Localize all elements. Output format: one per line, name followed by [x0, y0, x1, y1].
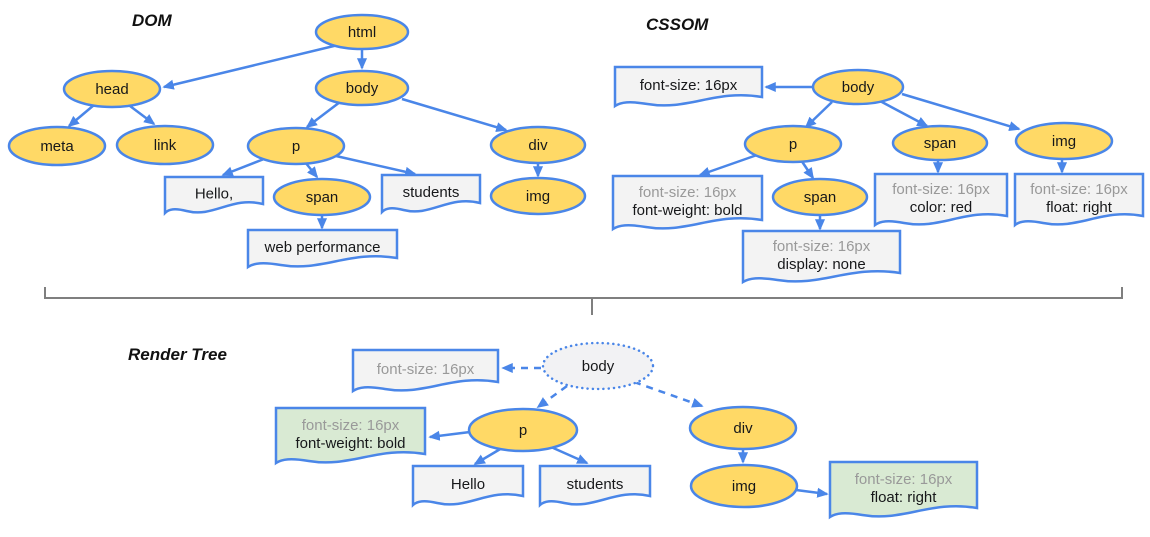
render-style-img-line-2: float: right: [871, 489, 938, 506]
render-style-img-box: [828, 460, 979, 520]
dom-head-label: head: [95, 81, 128, 98]
edge-dom-body-to-div-arrow: [401, 97, 508, 133]
dom-span-node: [272, 177, 372, 217]
edge-render-body-to-p-dashed-arrow: [536, 384, 568, 409]
render-div-node: [688, 405, 798, 451]
edge-render-p-to-students-arrow: [550, 445, 589, 465]
cssom-style-img-line-1: font-size: 16px: [1030, 181, 1128, 198]
cssom-style-span-box: [873, 172, 1009, 228]
render-style-p-line-2: font-weight: bold: [295, 435, 405, 452]
edge-cssom-body-to-img-arrow: [901, 92, 1021, 132]
dom-text-web-performance-box: [246, 228, 399, 270]
shapes-layer: Hello, students web performance font-size: …: [7, 13, 1145, 520]
edge-render-p-to-style-arrow: [428, 430, 471, 441]
render-style-body-line-1: font-size: 16px: [377, 361, 475, 378]
render-text-hello-line-1: Hello: [451, 476, 485, 493]
section-divider-bracket: [44, 287, 1123, 315]
dom-head-node: [62, 69, 162, 109]
cssom-body-node: [811, 68, 905, 106]
edge-render-p-to-hello-arrow: [473, 446, 503, 466]
render-div-label: div: [733, 420, 753, 437]
cssom-body-label: body: [842, 79, 875, 96]
render-img-node: [689, 463, 799, 509]
dom-text-web-performance-line-1: web performance: [264, 239, 381, 256]
edge-render-body-to-div-dashed-arrow: [633, 380, 704, 408]
dom-p-label: p: [292, 138, 300, 155]
render-body-label: body: [582, 358, 615, 375]
dom-text-hello-box: [163, 175, 265, 217]
cssom-style-span-line-1: font-size: 16px: [892, 181, 990, 198]
cssom-span-node: [891, 124, 989, 162]
cssom-style-span-child-box: [741, 229, 902, 285]
edge-cssom-body-to-p-arrow: [804, 101, 833, 129]
render-style-img-line-1: font-size: 16px: [855, 471, 953, 488]
render-img-label: img: [732, 478, 756, 495]
cssom-p-label: p: [789, 136, 797, 153]
section-title-dom: DOM: [132, 11, 173, 30]
cssom-style-body-box: [613, 65, 764, 109]
cssom-img-label: img: [1052, 133, 1076, 150]
render-p-node: [467, 407, 579, 453]
render-body-node: [541, 341, 655, 391]
cssom-span-label: span: [924, 135, 957, 152]
render-p-label: p: [519, 422, 527, 439]
dom-p-node: [246, 126, 346, 166]
cssom-span-child-label: span: [804, 189, 837, 206]
dom-link-label: link: [154, 137, 177, 154]
render-text-students-line-1: students: [567, 476, 624, 493]
dom-div-node: [489, 125, 587, 165]
render-style-p-box: [274, 406, 427, 466]
dom-span-label: span: [306, 189, 339, 206]
cssom-img-node: [1014, 121, 1114, 161]
render-style-p-line-1: font-size: 16px: [302, 417, 400, 434]
dom-img-node: [489, 176, 587, 216]
bracket-layer: [44, 287, 1123, 315]
cssom-style-p-box: [611, 174, 764, 232]
dom-html-label: html: [348, 24, 376, 41]
dom-link-node: [115, 124, 215, 166]
cssom-p-node: [743, 124, 843, 164]
edge-cssom-p-to-style-arrow: [698, 153, 758, 177]
cssom-style-span-child-line-1: font-size: 16px: [773, 238, 871, 255]
cssom-span-child-node: [771, 177, 869, 217]
edge-dom-head-to-meta-arrow: [67, 104, 95, 128]
dom-text-hello-line-1: Hello,: [195, 186, 233, 203]
dom-img-label: img: [526, 188, 550, 205]
edge-cssom-body-to-span-arrow: [879, 99, 929, 128]
edge-dom-p-to-students-arrow: [335, 154, 417, 177]
dom-meta-node: [7, 125, 107, 167]
cssom-style-span-line-2: color: red: [910, 199, 973, 216]
dom-html-node: [314, 13, 410, 51]
edge-dom-html-to-head-arrow: [162, 43, 339, 90]
edge-cssom-p-to-span-child-arrow: [799, 159, 815, 180]
cssom-style-p-line-1: font-size: 16px: [639, 184, 737, 201]
dom-text-students-line-1: students: [403, 184, 460, 201]
section-title-cssom: CSSOM: [646, 15, 709, 34]
dom-body-node: [314, 69, 410, 107]
edge-dom-head-to-link-arrow: [129, 105, 156, 126]
edge-dom-p-to-hello-arrow: [221, 157, 265, 177]
cssom-style-img-line-2: float: right: [1046, 199, 1113, 216]
render-text-hello-box: [411, 464, 525, 508]
titles-layer: DOM CSSOM Render Tree: [128, 11, 709, 364]
dom-body-label: body: [346, 80, 379, 97]
edges-layer: [67, 43, 1068, 498]
dom-text-students-box: [380, 173, 482, 216]
edge-dom-body-to-p-arrow: [305, 101, 341, 129]
cssom-style-body-line-1: font-size: 16px: [640, 77, 738, 94]
edge-render-img-to-style-arrow: [795, 487, 829, 498]
dom-div-label: div: [528, 137, 548, 154]
render-text-students-box: [538, 464, 652, 508]
render-style-body-box: [351, 348, 500, 394]
cssom-style-img-box: [1013, 172, 1145, 228]
cssom-style-p-line-2: font-weight: bold: [632, 202, 742, 219]
section-title-render-tree: Render Tree: [128, 345, 227, 364]
dom-meta-label: meta: [40, 138, 74, 155]
cssom-style-span-child-line-2: display: none: [777, 256, 865, 273]
